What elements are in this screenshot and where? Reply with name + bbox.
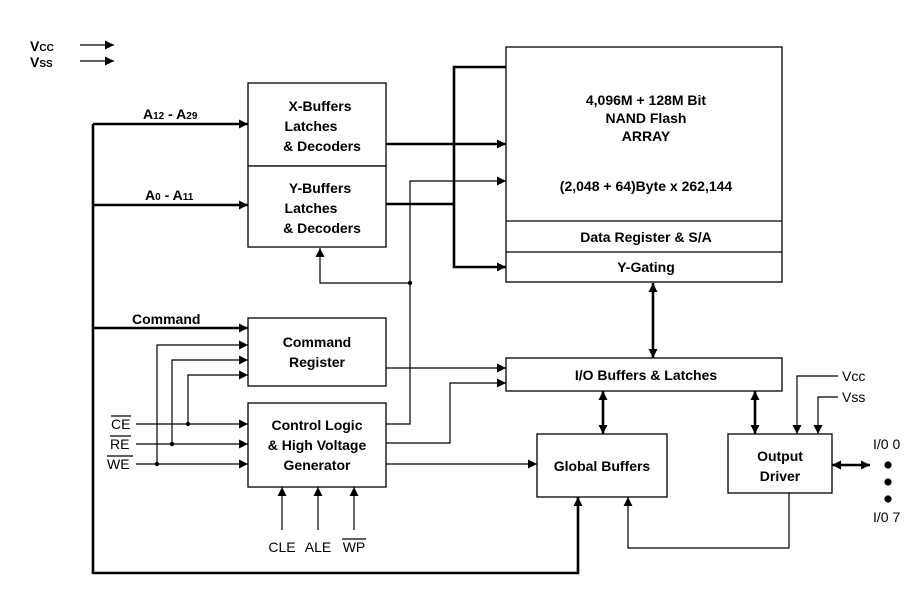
svg-text:VSS: VSS — [30, 54, 53, 70]
command-bus-label: Command — [132, 311, 200, 327]
wp-pin-label: WP — [343, 539, 366, 555]
address-bus-low-label: A0 - A11 — [145, 187, 194, 203]
output-driver-label-1: Output — [757, 448, 803, 464]
svg-text:VCC: VCC — [30, 38, 54, 54]
x-buffers-label-3: & Decoders — [283, 138, 361, 154]
we-pin: WE — [107, 455, 133, 472]
y-buffers-block: Y-Buffers Latches & Decoders — [247, 165, 387, 248]
x-buffers-block: X-Buffers Latches & Decoders — [247, 82, 387, 167]
ce-pin: CE — [111, 415, 131, 432]
vss-output-label: Vss — [842, 389, 865, 405]
io7-pin-label: I/0 7 — [873, 509, 900, 525]
io-buffers-label: I/O Buffers & Latches — [575, 367, 718, 383]
x-buffers-label-1: X-Buffers — [288, 98, 351, 114]
command-register-block: Command Register — [247, 317, 387, 387]
y-buffers-label-1: Y-Buffers — [289, 180, 351, 196]
control-logic-label-2: & High Voltage — [268, 437, 367, 453]
vss-legend: VSS — [30, 54, 114, 70]
re-pin-label: RE — [110, 436, 129, 452]
y-buffers-label-3: & Decoders — [283, 220, 361, 236]
vcc-legend: VCC — [30, 38, 114, 54]
cle-pin-label: CLE — [268, 539, 295, 555]
data-register-label: Data Register & S/A — [580, 229, 711, 245]
io-pins: I/0 0 I/0 7 — [873, 436, 900, 525]
control-logic-label-1: Control Logic — [272, 417, 363, 433]
control-logic-block: Control Logic & High Voltage Generator — [247, 402, 387, 488]
vcc-output-label: Vcc — [842, 368, 865, 384]
ce-pin-label: CE — [111, 416, 130, 432]
y-buffers-label-2: Latches — [285, 200, 338, 216]
array-label-3: ARRAY — [622, 128, 671, 144]
control-logic-label-3: Generator — [284, 457, 351, 473]
global-buffers-block: Global Buffers — [536, 433, 668, 498]
y-gating-label: Y-Gating — [617, 259, 675, 275]
output-driver-block: Output Driver — [727, 433, 833, 494]
nand-array-block: 4,096M + 128M Bit NAND Flash ARRAY (2,04… — [505, 46, 783, 283]
ale-pin-label: ALE — [305, 539, 331, 555]
array-label-1: 4,096M + 128M Bit — [586, 92, 707, 108]
wires — [91, 65, 870, 575]
re-pin: RE — [110, 435, 131, 452]
io-buffers-block: I/O Buffers & Latches — [505, 357, 783, 392]
x-buffers-label-2: Latches — [285, 118, 338, 134]
io0-pin-label: I/0 0 — [873, 436, 900, 452]
command-register-label-1: Command — [283, 334, 351, 350]
we-pin-label: WE — [107, 456, 130, 472]
address-bus-high-label: A12 - A29 — [143, 106, 198, 122]
global-buffers-label: Global Buffers — [554, 458, 651, 474]
array-organization: (2,048 + 64)Byte x 262,144 — [560, 178, 733, 194]
array-label-2: NAND Flash — [606, 110, 687, 126]
wp-pin: WP — [342, 538, 366, 555]
command-register-label-2: Register — [289, 354, 346, 370]
output-driver-label-2: Driver — [760, 468, 801, 484]
